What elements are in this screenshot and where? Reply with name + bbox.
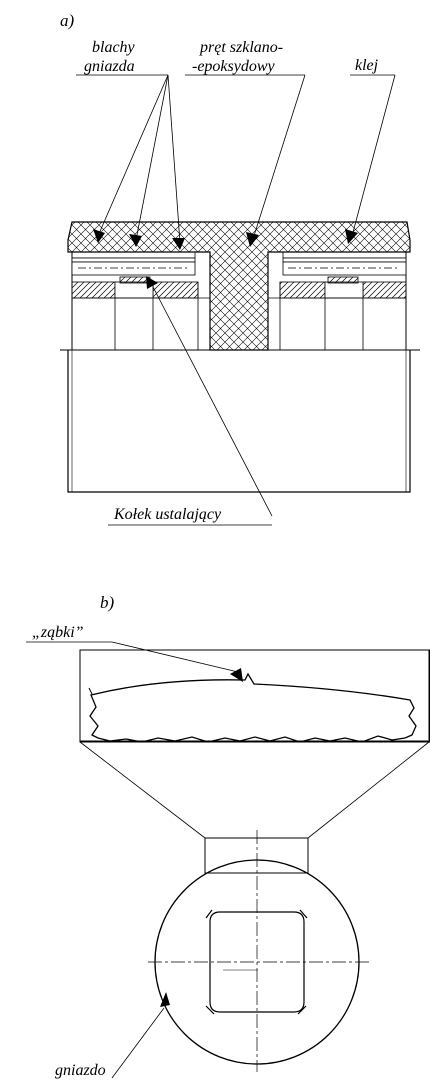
- arrowheads-a: [93, 229, 358, 289]
- projection-lines: [79, 741, 430, 839]
- leader-lines-a: [97, 74, 396, 517]
- callout-zabki-label: „ząbki”: [32, 624, 84, 641]
- panel-a-label: a): [60, 11, 75, 30]
- callout-zabki: „ząbki”: [26, 624, 243, 682]
- callout-pret: pręt szklano- -epoksydowy: [185, 39, 305, 76]
- cross-section-drawing: [60, 221, 420, 493]
- callout-kolek-label: Kołek ustalający: [113, 506, 222, 523]
- callout-blachy-gniazda: blachy gniazda: [76, 39, 168, 76]
- callout-klej: klej: [350, 57, 395, 76]
- callout-pret-line2: -epoksydowy: [192, 58, 276, 75]
- callout-gniazdo-label: gniazdo: [55, 1062, 106, 1079]
- socket-top-view: [148, 830, 370, 1072]
- panel-b-label: b): [100, 593, 115, 612]
- callout-pret-line1: pręt szklano-: [199, 39, 283, 56]
- callout-gniazdo: gniazdo: [55, 992, 170, 1079]
- callout-blachy-line2: gniazda: [84, 58, 135, 75]
- callout-klej-label: klej: [355, 57, 379, 74]
- callout-kolek: Kołek ustalający: [108, 506, 272, 526]
- detail-view: [79, 649, 430, 743]
- callout-blachy-line1: blachy: [92, 39, 136, 56]
